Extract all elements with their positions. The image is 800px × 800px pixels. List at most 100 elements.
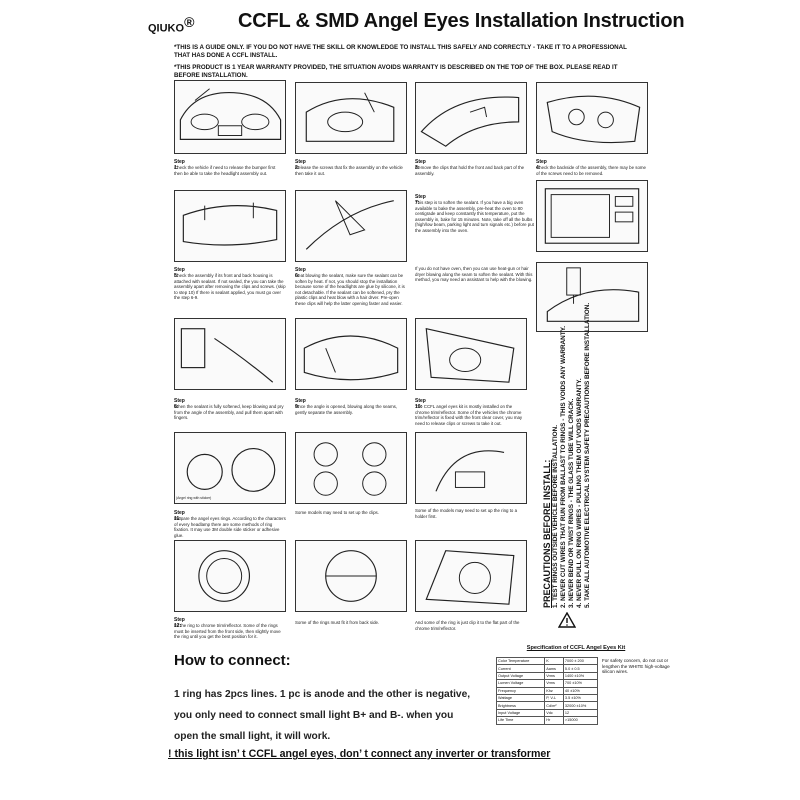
brand-name: QIUKO xyxy=(148,22,185,35)
step-11-text: Prepare the angel eyes rings. According … xyxy=(174,516,286,538)
spec-cell: Brightness xyxy=(495,701,546,710)
spec-cell: 7000 ± 200 xyxy=(562,656,599,666)
step-9-label: Step 9: xyxy=(295,398,306,410)
step-10-text: The CCFL angel eyes kit is mostly instal… xyxy=(415,404,523,426)
spec-cell: 32000 ±10% xyxy=(562,701,599,710)
spec-cell: Khz xyxy=(544,686,564,695)
header: QIUKO® CCFL & SMD Angel Eyes Installatio… xyxy=(140,10,685,40)
step-9-illustration xyxy=(295,318,407,390)
spec-cell: 40 ±10% xyxy=(562,686,599,695)
spec-title: Specification of CCFL Angel Eyes Kit xyxy=(526,645,626,651)
step-4-label: Step 4: xyxy=(536,159,547,171)
clip-illustration xyxy=(415,540,527,612)
spec-cell: 12 xyxy=(562,708,599,718)
precaution-5: 5. TAKE ALL AUTOMOTIVE ELECTRICAL SYSTEM… xyxy=(584,302,591,608)
spec-cell: Cd/m² xyxy=(544,701,564,710)
step-10-label: Step 10: xyxy=(415,398,426,410)
holder-text: Some of the models may need to set up th… xyxy=(415,508,518,519)
step-8-label: Step 8: xyxy=(174,398,185,410)
spec-section: Specification of CCFL Angel Eyes Kit Col… xyxy=(495,645,670,725)
precaution-2: 2. NEVER CUT WIRES THAT RUN FROM BALLAST… xyxy=(560,325,567,608)
step-10-illustration xyxy=(415,318,527,390)
precaution-1: 1. TEST RINGS OUTSIDE VEHICLE BEFORE INS… xyxy=(552,425,559,608)
registered-mark: ® xyxy=(184,14,195,30)
step-12-illustration xyxy=(174,540,286,612)
ring-sticker-caption: (Angel ring with sticker) xyxy=(176,496,212,500)
spec-cell: Vrms xyxy=(544,671,564,681)
clips-illustration xyxy=(295,432,407,504)
back-side-illustration xyxy=(295,540,407,612)
step-11-illustration xyxy=(174,432,286,504)
spec-cell: 1400 ±10% xyxy=(562,671,599,681)
step-5-label: Step 5: xyxy=(174,267,185,279)
spec-cell: P, V-L xyxy=(544,693,564,703)
how-line-2: you only need to connect small light B+ … xyxy=(174,710,454,721)
step-1-label: Step 1: xyxy=(174,159,185,171)
spec-cell: Hr xyxy=(544,716,564,725)
precaution-3: 3. NEVER BEND OR TWIST RINGS - THE GLASS… xyxy=(568,398,575,608)
warning-triangle-icon xyxy=(557,611,577,628)
step-3-label: Step 3: xyxy=(415,159,426,171)
step-5-text: Check the assembly if its front and back… xyxy=(174,273,286,301)
spec-cell: Vrms xyxy=(544,679,564,688)
instruction-sheet: QIUKO® CCFL & SMD Angel Eyes Installatio… xyxy=(140,0,685,800)
brand: QIUKO® xyxy=(148,14,194,35)
step-2-label: Step 2: xyxy=(295,159,306,171)
precaution-4: 4. NEVER PULL ON RING WIRES - PULLING TH… xyxy=(576,378,583,608)
spec-cell: 700 ±10% xyxy=(562,679,599,688)
clips-text: Some models may need to set up the clips… xyxy=(295,510,379,515)
spec-cell: Lumen Voltage xyxy=(495,679,546,688)
guide-notice: *THIS IS A GUIDE ONLY. IF YOU DO NOT HAV… xyxy=(174,44,627,59)
step-12-text: Fit the ring to chrome trim/reflector. S… xyxy=(174,623,281,640)
step-1-text: Check the vehicle if need to release the… xyxy=(174,165,276,176)
precautions: PRECAUTIONS BEFORE INSTALL: 1. TEST RING… xyxy=(542,302,602,608)
step-9-text: Once the angle is opened, blowing along … xyxy=(295,404,398,415)
warranty-notice: *THIS PRODUCT IS 1 YEAR WARRANTY PROVIDE… xyxy=(174,64,618,79)
step-6-illustration xyxy=(295,190,407,262)
step-12-label: Step 12: xyxy=(174,617,185,629)
step-4-illustration xyxy=(536,82,648,154)
spec-cell: >15000 xyxy=(562,716,599,725)
spec-cell: Wattage xyxy=(495,693,546,703)
spec-cell: Current xyxy=(495,664,546,673)
step-2-illustration xyxy=(295,82,407,154)
step-6-text: Heat blowing the sealant, make sure the … xyxy=(295,273,405,306)
spec-cell: Vdc xyxy=(544,708,564,718)
spec-cell: Output Voltage xyxy=(495,671,546,681)
step-5-illustration xyxy=(174,190,286,262)
how-line-3: open the small light, it will work. xyxy=(174,731,331,742)
step-1-illustration xyxy=(174,80,286,154)
spec-cell: Aams xyxy=(544,664,564,673)
spec-cell: Life Time xyxy=(495,716,546,725)
step-7-text: This step is to soften the sealant. If y… xyxy=(415,200,534,233)
step-3-text: Remove the clips that hold the front and… xyxy=(415,165,525,176)
precautions-title: PRECAUTIONS BEFORE INSTALL: xyxy=(542,459,552,608)
step-8-illustration xyxy=(174,318,286,390)
oven-image xyxy=(536,180,648,252)
heatgun-image xyxy=(536,262,648,332)
how-to-connect-text: 1 ring has 2pcs lines. 1 pc is anode and… xyxy=(174,684,484,747)
spec-cell: Frequency xyxy=(495,686,546,695)
step-4-text: Check the backside of the assembly, ther… xyxy=(536,165,646,176)
how-line-1: 1 ring has 2pcs lines. 1 pc is anode and… xyxy=(174,689,471,700)
step-7-alt-text: If you do not have oven, then you can us… xyxy=(415,266,533,283)
step-8-text: When the sealant is fully softened, keep… xyxy=(174,404,284,421)
how-to-connect-title: How to connect: xyxy=(174,652,291,669)
spec-cell: K xyxy=(544,656,564,666)
clip-text: And some of the ring is just clip it to … xyxy=(415,620,520,631)
step-11-label: Step 11: xyxy=(174,510,185,522)
page-title: CCFL & SMD Angel Eyes Installation Instr… xyxy=(238,10,685,32)
step-2-text: Release the screws that fix the assembly… xyxy=(295,165,403,176)
step-6-label: Step 6: xyxy=(295,267,306,279)
spec-note: For safety concern, do not cut or length… xyxy=(602,658,670,675)
